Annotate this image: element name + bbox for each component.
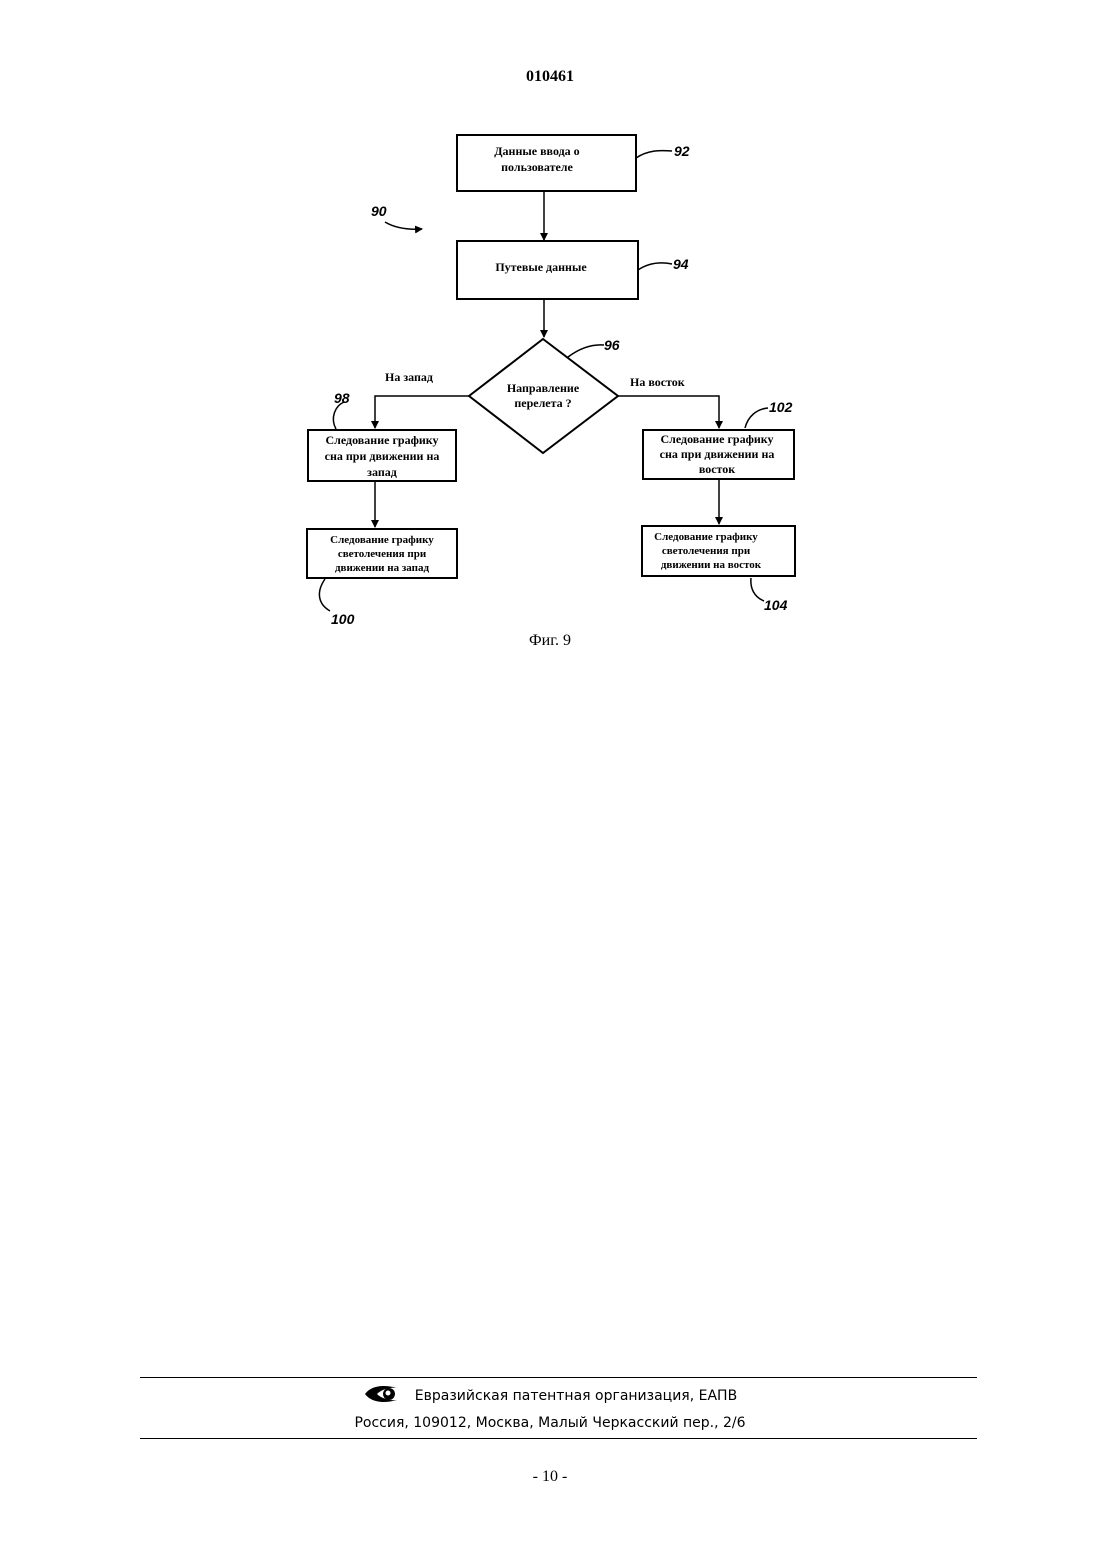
box-west-light-line-2: светолечения при bbox=[338, 548, 427, 560]
ref-label-90: 90 bbox=[371, 203, 387, 219]
box-east-light-line-3: движении на восток bbox=[661, 559, 762, 571]
box-travel-data: Путевые данные bbox=[457, 241, 638, 299]
branch-label-east: На восток bbox=[630, 375, 685, 389]
box-east-sleep-line-3: восток bbox=[699, 462, 735, 476]
footer-organization: Евразийская патентная организация, ЕАПВ bbox=[0, 1384, 1100, 1408]
box-east-sleep-line-1: Следование графику bbox=[660, 432, 773, 446]
footer-organization-text: Евразийская патентная организация, ЕАПВ bbox=[415, 1388, 737, 1404]
box-west-light-line-3: движении на запад bbox=[335, 562, 430, 574]
box-east-light: Следование графику светолечения при движ… bbox=[642, 526, 795, 576]
decision-direction: Направление перелета ? bbox=[469, 339, 618, 453]
footer-rule-top bbox=[140, 1377, 977, 1378]
eapo-logo-icon bbox=[363, 1384, 401, 1408]
box-east-sleep-line-2: сна при движении на bbox=[660, 447, 775, 461]
decision-line-1: Направление bbox=[507, 381, 580, 395]
footer-address: Россия, 109012, Москва, Малый Черкасский… bbox=[0, 1415, 1100, 1431]
box-west-light: Следование графику светолечения при движ… bbox=[307, 529, 457, 578]
box-east-light-line-2: светолечения при bbox=[662, 545, 751, 557]
box-user-input-line-2: пользователе bbox=[501, 160, 573, 174]
ref-label-98: 98 bbox=[334, 390, 350, 406]
ref-label-104: 104 bbox=[764, 597, 788, 613]
ref-label-100: 100 bbox=[331, 611, 355, 627]
figure-caption: Фиг. 9 bbox=[0, 632, 1100, 650]
flowchart-diagram: Данные ввода о пользователе 92 90 Путевы… bbox=[0, 0, 1100, 660]
box-west-sleep: Следование графику сна при движении на з… bbox=[308, 430, 456, 481]
branch-label-west: На запад bbox=[385, 370, 433, 384]
box-east-sleep: Следование графику сна при движении на в… bbox=[643, 430, 794, 479]
box-west-sleep-line-2: сна при движении на bbox=[325, 449, 440, 463]
box-travel-data-line-1: Путевые данные bbox=[495, 260, 587, 274]
ref-label-94: 94 bbox=[673, 256, 689, 272]
box-user-input: Данные ввода о пользователе bbox=[457, 135, 636, 191]
ref-label-92: 92 bbox=[674, 143, 690, 159]
page-number: - 10 - bbox=[0, 1468, 1100, 1486]
footer-rule-bottom bbox=[140, 1438, 977, 1439]
ref-label-96: 96 bbox=[604, 337, 620, 353]
box-east-light-line-1: Следование графику bbox=[654, 531, 758, 543]
decision-line-2: перелета ? bbox=[514, 396, 571, 410]
box-west-sleep-line-3: запад bbox=[367, 465, 397, 479]
box-user-input-line-1: Данные ввода о bbox=[494, 144, 579, 158]
ref-label-102: 102 bbox=[769, 399, 793, 415]
box-west-sleep-line-1: Следование графику bbox=[325, 433, 438, 447]
box-west-light-line-1: Следование графику bbox=[330, 534, 434, 546]
